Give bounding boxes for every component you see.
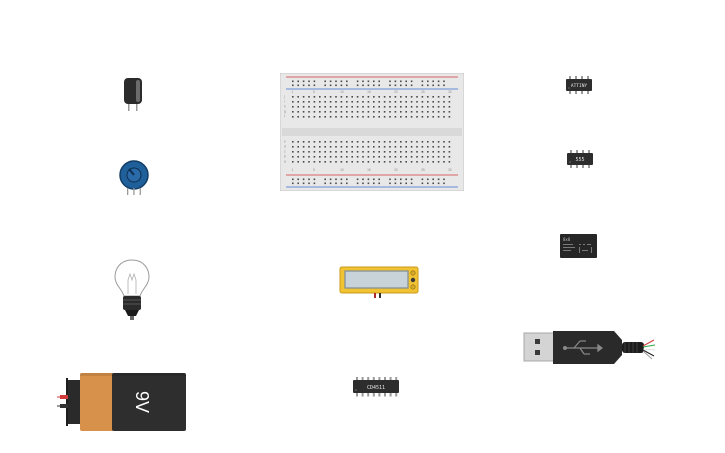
breadboard-column-number: 15 xyxy=(367,90,371,94)
breadboard-column-number: 25 xyxy=(421,168,425,172)
breadboard-column-number: 15 xyxy=(367,168,371,172)
breadboard-column-number: 30 xyxy=(448,168,452,172)
breadboard-column-number: 10 xyxy=(340,90,344,94)
potentiometer[interactable] xyxy=(117,160,151,196)
led-matrix-module[interactable]: 8x8 xyxy=(560,234,597,258)
breadboard-column-number: 20 xyxy=(394,168,398,172)
usb-symbol-icon xyxy=(566,340,603,355)
battery-label: 9V xyxy=(132,390,152,414)
chip-attiny[interactable]: ATTINY xyxy=(565,76,593,94)
lcd-display[interactable] xyxy=(338,266,420,300)
chip-555[interactable]: 555 xyxy=(566,150,594,168)
breadboard-row-letter: g xyxy=(284,110,286,114)
breadboard-column-number: 20 xyxy=(394,90,398,94)
breadboard-column-number: 1 xyxy=(292,90,294,94)
usb-cable[interactable] xyxy=(522,328,658,368)
breadboard-column-number: 5 xyxy=(313,90,315,94)
breadboard-column-number: 1 xyxy=(292,168,294,172)
led-matrix-label: 8x8 xyxy=(563,237,571,242)
electrolytic-capacitor[interactable] xyxy=(120,76,146,112)
breadboard-row-letter: b xyxy=(284,155,286,159)
breadboard-row-letter: a xyxy=(284,160,286,164)
chip-cd4511[interactable]: CD4511 xyxy=(352,377,400,397)
breadboard-column-number: 25 xyxy=(421,90,425,94)
breadboard-row-letter: c xyxy=(284,150,286,154)
breadboard-row-letter: h xyxy=(284,105,286,109)
chip-555-label: 555 xyxy=(575,157,584,163)
breadboard-column-number: 5 xyxy=(313,168,315,172)
breadboard-row-letter: j xyxy=(283,95,285,99)
breadboard-column-number: 30 xyxy=(448,90,452,94)
breadboard-column-number: 10 xyxy=(340,168,344,172)
chip-cd4511-label: CD4511 xyxy=(367,385,385,391)
breadboard-row-letter: f xyxy=(284,115,285,119)
breadboard-row-letter: d xyxy=(284,145,286,149)
battery-9v[interactable]: 9V xyxy=(56,370,188,434)
breadboard-row-letter: e xyxy=(284,140,286,144)
chip-attiny-label: ATTINY xyxy=(571,83,588,89)
breadboard-row-letter: i xyxy=(284,100,285,104)
light-bulb[interactable] xyxy=(112,258,152,322)
